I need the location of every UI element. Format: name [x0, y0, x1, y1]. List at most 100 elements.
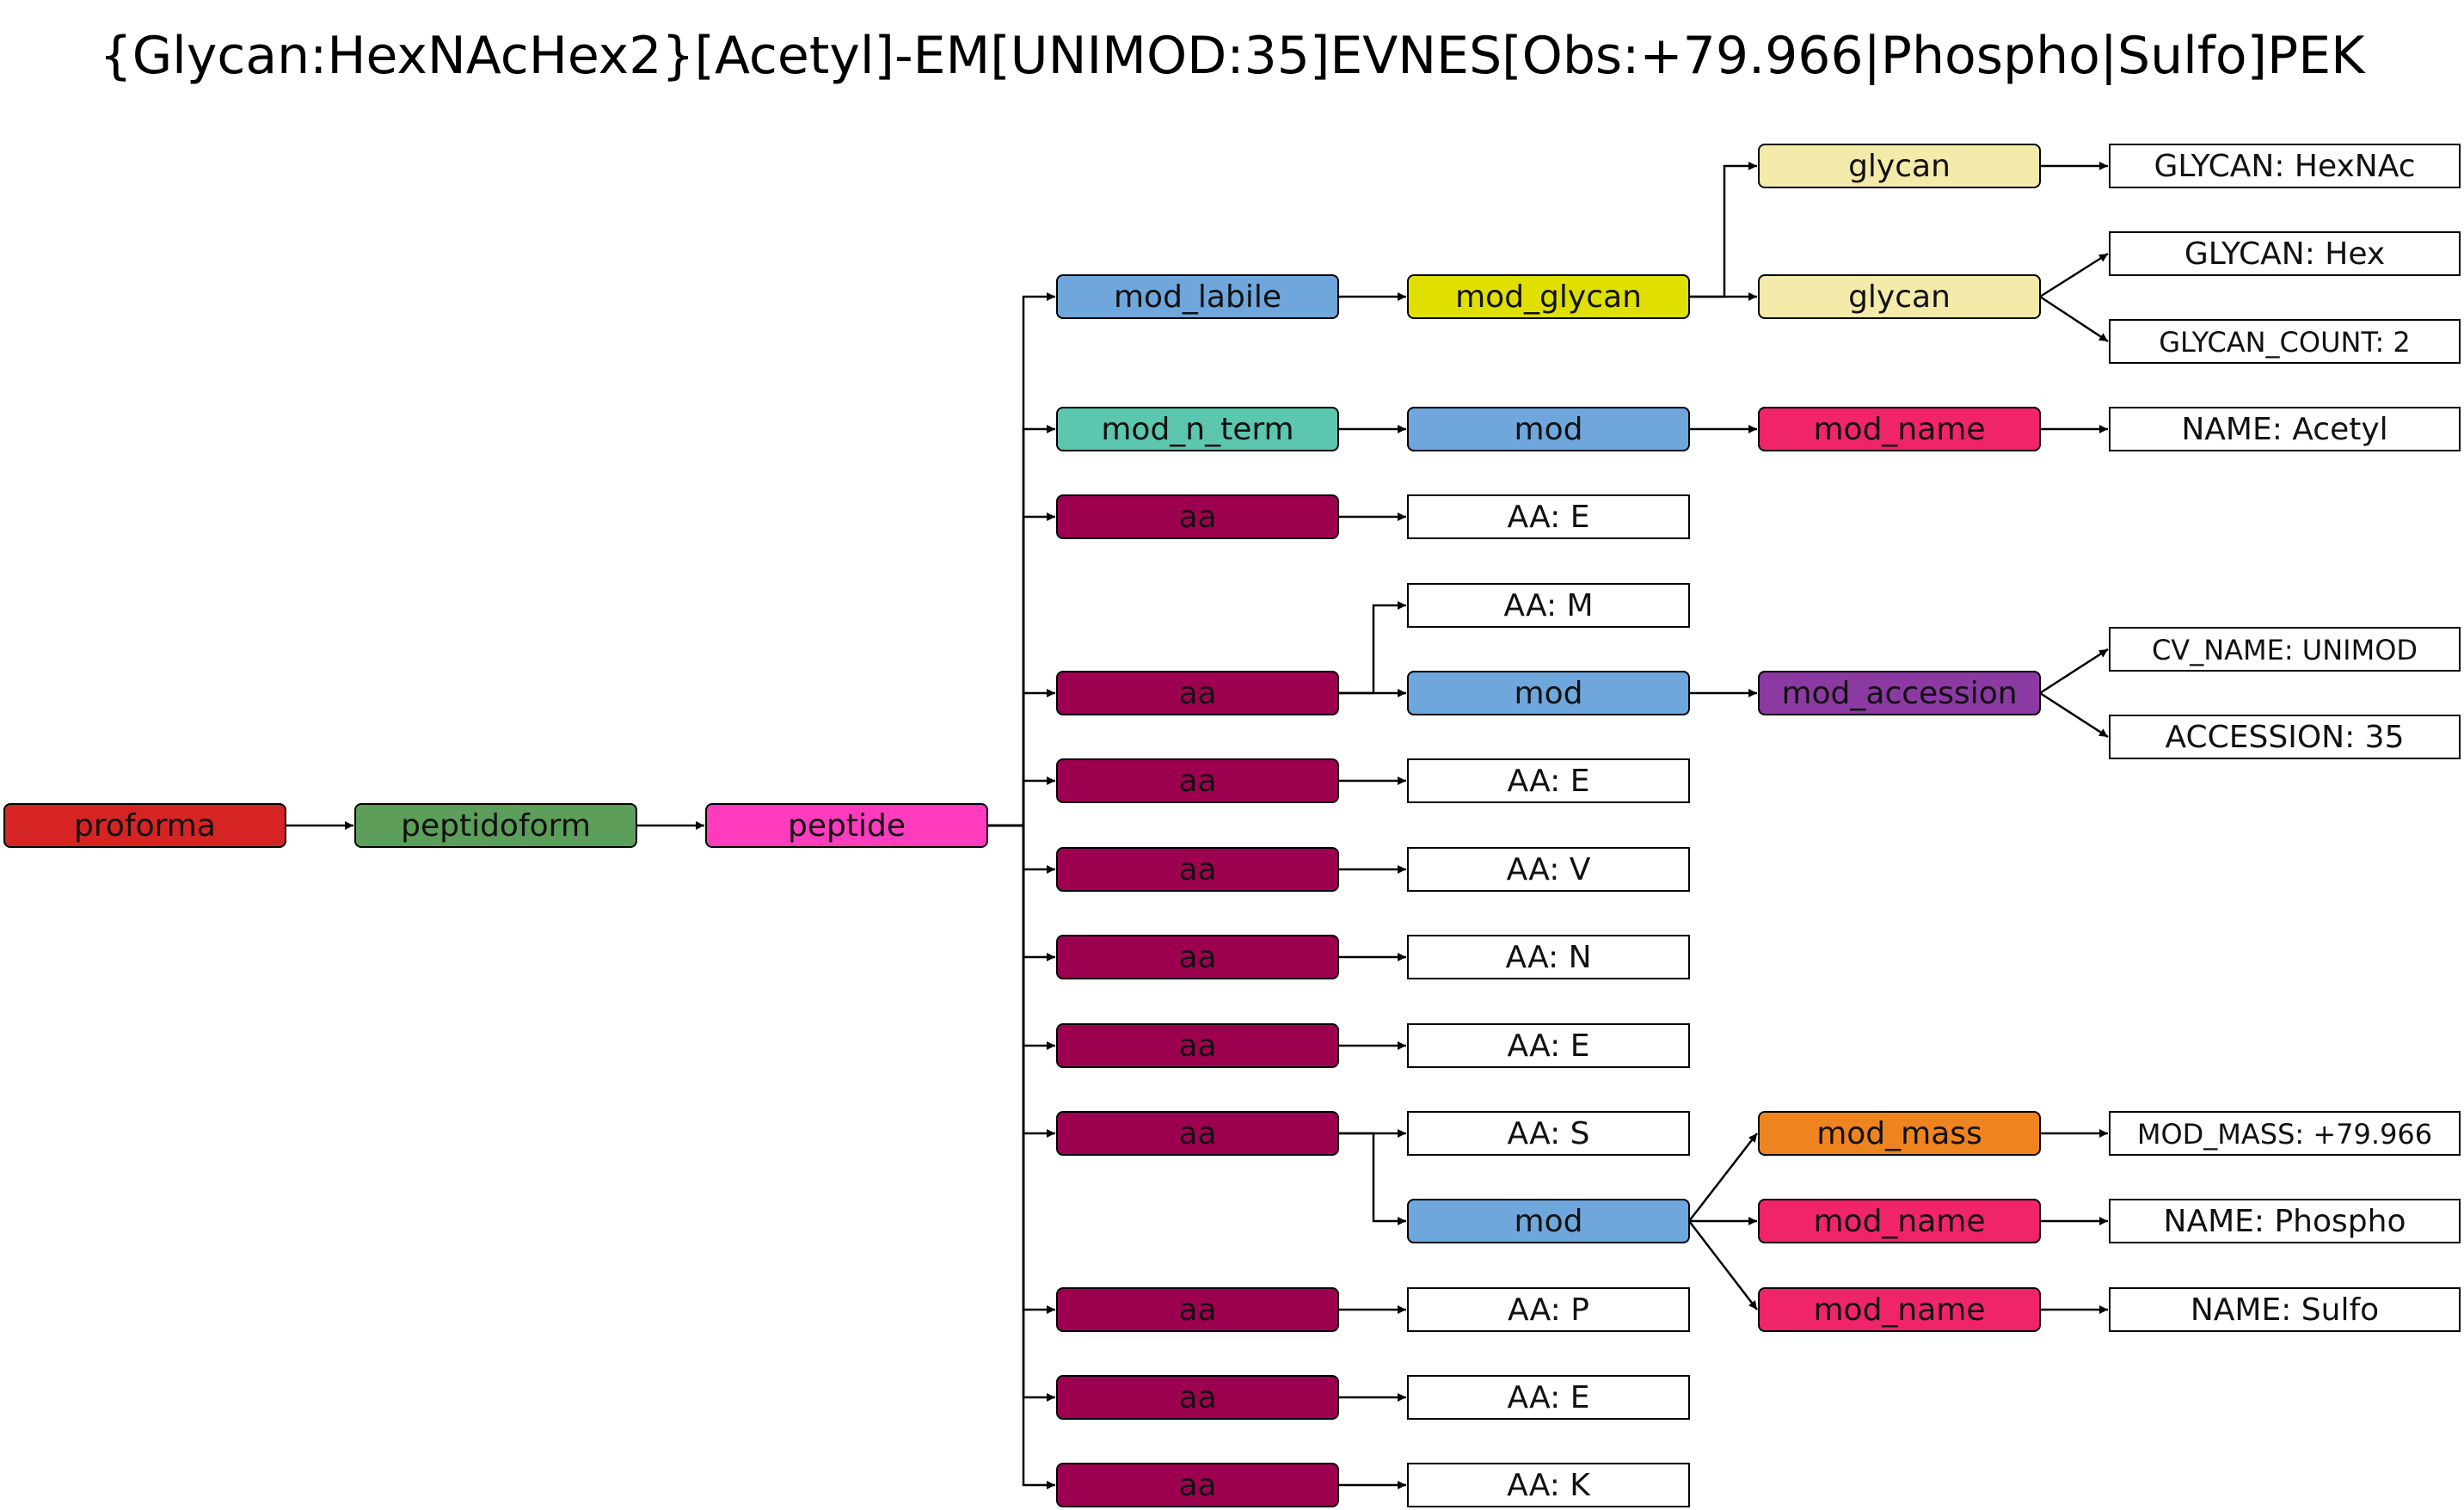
edge-peptide-to-aa9	[987, 824, 1055, 1402]
node-label: aa	[1178, 1292, 1216, 1328]
node-box	[2109, 1287, 2461, 1332]
node-label: glycan	[1848, 149, 1951, 184]
node-label: peptide	[788, 808, 906, 844]
node-box	[1407, 1199, 1690, 1243]
node-label: AA: N	[1505, 940, 1591, 975]
node-aa9: aa	[1056, 1375, 1339, 1420]
node-leaf_aa7: AA: S	[1407, 1111, 1690, 1156]
node-leaf_aa1: AA: E	[1407, 494, 1690, 539]
node-label: mod	[1515, 676, 1583, 711]
node-box	[1407, 1463, 1690, 1507]
node-box	[1407, 847, 1690, 892]
node-label: NAME: Acetyl	[2181, 412, 2387, 447]
nodes: proforma peptidoform peptide mod_labile mod_…	[3, 144, 2461, 1507]
node-box	[1758, 1199, 2041, 1243]
node-box	[2109, 231, 2461, 276]
node-box	[1056, 1023, 1339, 1068]
edge-peptide-to-mod_n_term	[987, 425, 1055, 827]
edge-mod_s-to-mod_mass	[1688, 1132, 1758, 1222]
node-leaf_count: GLYCAN_COUNT: 2	[2109, 319, 2461, 364]
node-box	[3, 803, 286, 848]
node-label: mod_name	[1813, 1204, 1985, 1239]
node-aa3: aa	[1056, 758, 1339, 803]
node-label: proforma	[74, 808, 216, 844]
edge-glycan2-to-leaf_hex	[2039, 252, 2109, 298]
node-mod_accession: mod_accession	[1758, 671, 2041, 715]
node-aa6: aa	[1056, 1023, 1339, 1068]
node-box	[1758, 144, 2041, 188]
edge-glycan2-to-leaf_count	[2039, 295, 2109, 343]
node-mod_labile: mod_labile	[1056, 274, 1339, 319]
node-box	[1758, 274, 2041, 319]
node-leaf_acc: ACCESSION: 35	[2109, 715, 2461, 759]
node-mod_m: mod	[1407, 671, 1690, 715]
node-box	[2109, 1111, 2461, 1156]
node-label: NAME: Sulfo	[2191, 1292, 2379, 1328]
node-mod_mass: mod_mass	[1758, 1111, 2041, 1156]
node-box	[1758, 1287, 2041, 1332]
edge-aa2-to-leaf_aa2	[1338, 601, 1406, 695]
node-box	[1407, 274, 1690, 319]
node-mod_name_phospho: mod_name	[1758, 1199, 2041, 1243]
edge-mod_s-to-mod_name_sulfo	[1688, 1220, 1758, 1311]
edge-peptide-to-aa5	[987, 824, 1055, 961]
node-box	[1407, 494, 1690, 539]
node-leaf_aa8: AA: P	[1407, 1287, 1690, 1332]
node-box	[354, 803, 637, 848]
node-box	[1407, 1023, 1690, 1068]
node-label: mod_name	[1813, 1292, 1985, 1328]
node-box	[2109, 627, 2461, 672]
edge-peptide-to-mod_labile	[987, 292, 1055, 827]
node-label: AA: M	[1503, 588, 1593, 623]
node-aa8: aa	[1056, 1287, 1339, 1332]
node-leaf_aa5: AA: N	[1407, 935, 1690, 979]
node-label: AA: P	[1508, 1292, 1589, 1328]
node-box	[2109, 715, 2461, 759]
node-label: peptidoform	[401, 808, 591, 844]
node-label: AA: K	[1507, 1468, 1591, 1503]
node-label: glycan	[1848, 279, 1951, 315]
node-label: AA: E	[1508, 764, 1590, 799]
node-box	[1758, 407, 2041, 451]
edge-peptide-to-aa7	[987, 824, 1055, 1138]
node-label: aa	[1178, 1116, 1216, 1151]
node-label: aa	[1178, 940, 1216, 975]
node-leaf_phospho: NAME: Phospho	[2109, 1199, 2461, 1243]
node-aa10: aa	[1056, 1463, 1339, 1507]
node-label: MOD_MASS: +79.966	[2137, 1118, 2432, 1151]
edge-aa7-to-mod_s	[1338, 1132, 1406, 1225]
node-label: AA: S	[1507, 1116, 1589, 1151]
node-box	[1056, 407, 1339, 451]
node-aa2: aa	[1056, 671, 1339, 715]
node-box	[1407, 671, 1690, 715]
node-leaf_cv: CV_NAME: UNIMOD	[2109, 627, 2461, 672]
edge-peptide-to-aa6	[987, 824, 1055, 1050]
node-box	[2109, 319, 2461, 364]
node-box	[1056, 1463, 1339, 1507]
node-mod_name_acetyl: mod_name	[1758, 407, 2041, 451]
node-aa5: aa	[1056, 935, 1339, 979]
node-label: mod_glycan	[1455, 279, 1642, 315]
node-label: mod_name	[1813, 412, 1985, 447]
node-box	[1758, 1111, 2041, 1156]
node-label: mod	[1515, 412, 1583, 447]
node-mod_glycan: mod_glycan	[1407, 274, 1690, 319]
node-box	[2109, 1199, 2461, 1243]
node-glycan1: glycan	[1758, 144, 2041, 188]
node-peptide: peptide	[705, 803, 988, 848]
node-label: ACCESSION: 35	[2166, 720, 2405, 755]
node-box	[1407, 1375, 1690, 1420]
node-label: AA: V	[1507, 852, 1591, 887]
edges	[286, 162, 2109, 1489]
node-label: mod_accession	[1781, 676, 2017, 711]
edge-peptide-to-aa2	[987, 689, 1055, 827]
edge-mod_accession-to-leaf_acc	[2039, 691, 2109, 739]
node-box	[1407, 758, 1690, 803]
edge-mod_accession-to-leaf_cv	[2039, 648, 2109, 695]
node-box	[1056, 494, 1339, 539]
node-proforma: proforma	[3, 803, 286, 848]
node-box	[1407, 583, 1690, 628]
node-mod_name_sulfo: mod_name	[1758, 1287, 2041, 1332]
